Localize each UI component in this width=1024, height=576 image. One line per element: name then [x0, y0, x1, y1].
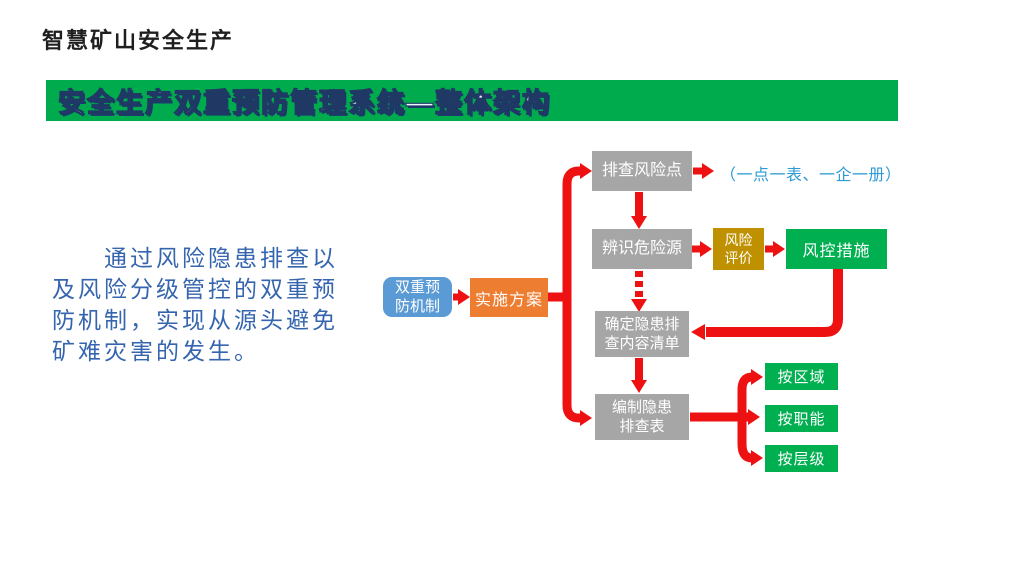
arrow-inspect-to-caption	[693, 163, 714, 179]
node-by-level: 按层级	[765, 445, 838, 472]
node-risk-evaluation: 风险 评价	[713, 228, 764, 270]
arrow-trunk-down-to-table	[562, 297, 592, 426]
arrow-table-fanout	[690, 369, 763, 466]
arrow-control-to-checklist	[691, 269, 843, 340]
arrow-identify-to-checklist-dashed	[631, 271, 647, 312]
arrow-inspect-to-identify	[631, 192, 647, 229]
page-title: 智慧矿山安全生产	[42, 28, 235, 53]
intro-paragraph: 通过风险隐患排查以 及风险分级管控的双重预 防机制，实现从源头避免 矿难灾害的发…	[52, 246, 338, 365]
node-by-region: 按区域	[765, 363, 838, 390]
arrow-trunk-up-to-inspect	[562, 163, 592, 297]
node-identify-hazards: 辨识危险源	[592, 229, 692, 269]
arrow-evaluation-to-control	[765, 241, 785, 257]
node-dual-prevention-mechanism: 双重预 防机制	[383, 277, 452, 317]
section-banner-title: 安全生产双重预防管理系统—整体架构	[57, 87, 551, 118]
arrow-checklist-to-table	[631, 358, 647, 393]
arrow-identify-to-evaluation	[692, 241, 712, 257]
section-banner: 安全生产双重预防管理系统—整体架构	[46, 80, 898, 121]
node-implementation-plan: 实施方案	[470, 278, 548, 317]
node-compile-hazard-table: 编制隐患 排查表	[595, 394, 689, 440]
one-point-one-table-caption: （一点一表、一企一册）	[720, 167, 902, 184]
node-define-hazard-checklist: 确定隐患排 查内容清单	[595, 311, 689, 357]
node-risk-control-measures: 风控措施	[786, 229, 887, 269]
arrow-mechanism-to-plan	[453, 289, 470, 305]
node-by-function: 按职能	[765, 405, 838, 432]
node-inspect-risk-points: 排查风险点	[592, 151, 692, 191]
